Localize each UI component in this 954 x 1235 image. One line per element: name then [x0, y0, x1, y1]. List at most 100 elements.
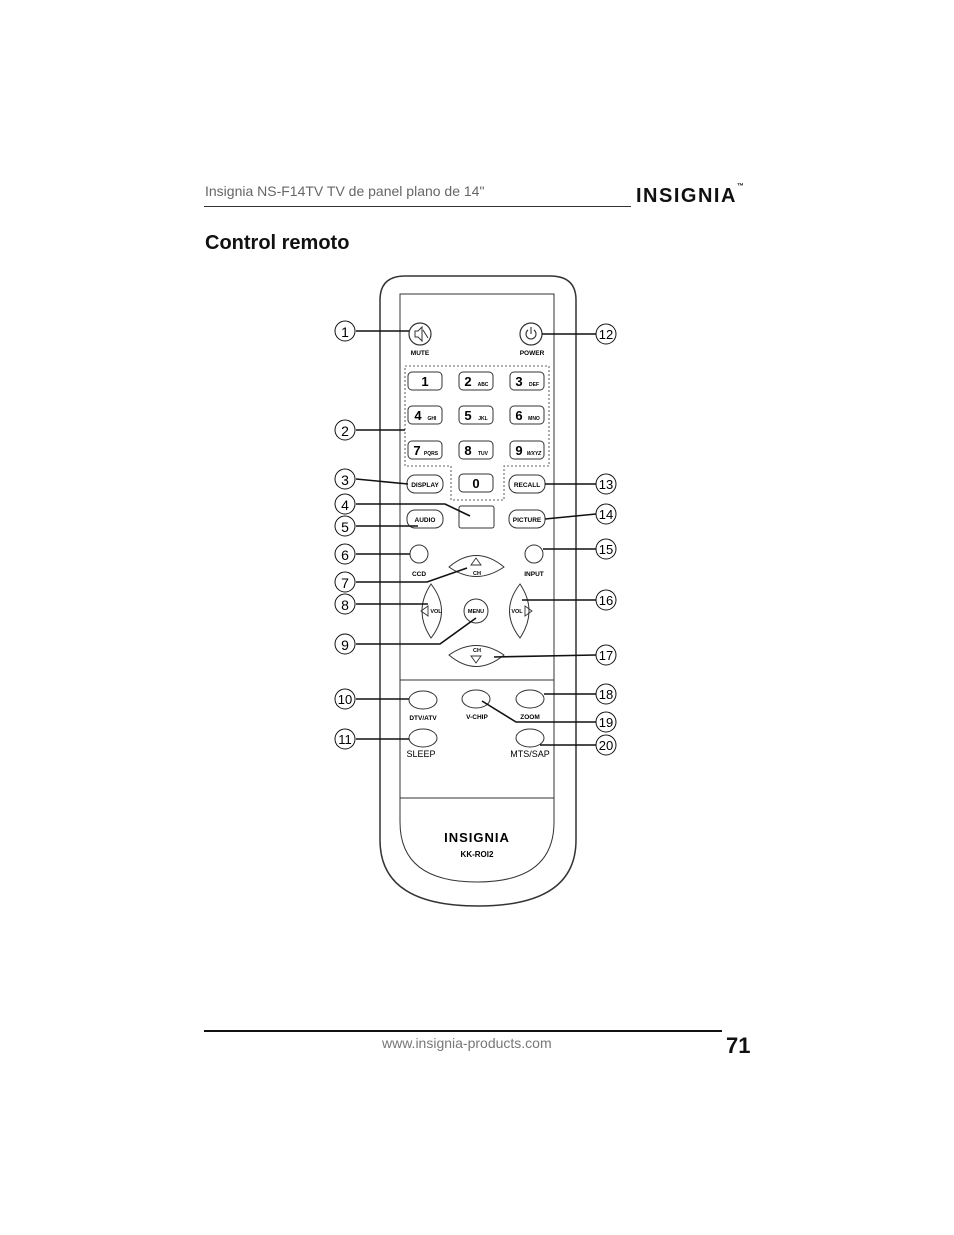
key-1-digit: 1: [421, 374, 428, 389]
zoom-button[interactable]: [515, 689, 545, 709]
menu-button[interactable]: MENU: [463, 598, 489, 624]
ccd-button[interactable]: [409, 544, 429, 564]
key-1[interactable]: 1: [407, 371, 443, 391]
callout-20-label: 20: [599, 738, 613, 753]
vol-up-button[interactable]: VOL: [509, 583, 533, 639]
callout-7: 7: [334, 571, 356, 593]
callout-lines: [355, 330, 597, 746]
callout-16: 16: [595, 589, 617, 611]
callout-2: 2: [334, 419, 356, 441]
ch-up-label: CH: [473, 571, 481, 577]
sleep-label: SLEEP: [406, 749, 435, 759]
audio-button[interactable]: AUDIO: [406, 509, 444, 529]
key-0-digit: 0: [472, 476, 479, 491]
callout-11: 11: [334, 728, 356, 750]
blank-button[interactable]: [458, 505, 495, 529]
up-arrow-icon: [470, 557, 482, 566]
sleep-button[interactable]: [408, 728, 438, 748]
down-arrow-icon: [470, 655, 482, 664]
recall-label: RECALL: [514, 482, 540, 489]
mts-sap-button[interactable]: [515, 728, 545, 748]
brand-logo-text: INSIGNIA: [636, 185, 737, 207]
callout-10-label: 10: [338, 692, 352, 707]
mute-icon: [414, 325, 429, 343]
power-label: POWER: [520, 350, 545, 357]
power-icon: [525, 327, 537, 340]
header-rule: [204, 206, 631, 207]
mute-label: MUTE: [411, 350, 430, 357]
dtv-atv-button[interactable]: [408, 690, 438, 710]
page-number: 71: [726, 1033, 751, 1058]
callout-20: 20: [595, 734, 617, 756]
callout-13-label: 13: [599, 477, 613, 492]
callout-9-label: 9: [341, 637, 349, 653]
key-2-digit: 2: [464, 374, 471, 389]
remote-model: KK-ROI2: [461, 850, 494, 859]
audio-label: AUDIO: [415, 517, 436, 524]
callout-4-label: 4: [341, 497, 349, 513]
callout-2-label: 2: [341, 423, 349, 439]
key-8-letters: TUV: [478, 451, 489, 457]
key-9-digit: 9: [515, 443, 522, 458]
key-5-digit: 5: [464, 408, 471, 423]
key-2-letters: ABC: [478, 382, 489, 388]
mts-sap-label: MTS/SAP: [510, 749, 550, 759]
key-6-letters: MNO: [528, 416, 540, 422]
ch-down-button[interactable]: CH: [448, 645, 505, 667]
callout-12-label: 12: [599, 327, 613, 342]
callout-9: 9: [334, 633, 356, 655]
callout-8-label: 8: [341, 597, 349, 613]
callout-17-label: 17: [599, 648, 613, 663]
ccd-label: CCD: [412, 571, 426, 578]
key-3-digit: 3: [515, 374, 522, 389]
callout-6: 6: [334, 543, 356, 565]
callout-1: 1: [334, 320, 356, 342]
callout-14: 14: [595, 503, 617, 525]
key-0[interactable]: 0: [458, 473, 494, 493]
callout-5-label: 5: [341, 519, 349, 535]
callout-15-label: 15: [599, 542, 613, 557]
display-label: DISPLAY: [411, 482, 439, 489]
callout-3-label: 3: [341, 472, 349, 488]
callout-19: 19: [595, 711, 617, 733]
section-title: Control remoto: [205, 232, 350, 254]
vol-left-label: VOL: [430, 609, 442, 615]
key-8-digit: 8: [464, 443, 471, 458]
key-6-digit: 6: [515, 408, 522, 423]
vol-down-button[interactable]: VOL: [420, 583, 442, 639]
mute-button[interactable]: [408, 322, 432, 346]
callout-17: 17: [595, 644, 617, 666]
ch-up-button[interactable]: CH: [448, 555, 505, 578]
picture-button[interactable]: PICTURE: [508, 509, 546, 529]
callout-12: 12: [595, 323, 617, 345]
callout-11-label: 11: [338, 732, 352, 747]
remote-body-inner: [399, 293, 555, 883]
recall-button[interactable]: RECALL: [508, 474, 546, 494]
zoom-label: ZOOM: [520, 714, 540, 721]
v-chip-button[interactable]: [461, 689, 491, 709]
callout-4: 4: [334, 493, 356, 515]
callout-14-label: 14: [599, 507, 613, 522]
key-7-digit: 7: [413, 443, 420, 458]
callout-3: 3: [334, 468, 356, 490]
callout-8: 8: [334, 593, 356, 615]
callout-5: 5: [334, 515, 356, 537]
callout-6-label: 6: [341, 547, 349, 563]
vol-right-label: VOL: [511, 609, 523, 615]
key-9-letters: WXYZ: [527, 451, 542, 457]
key-3-letters: DEF: [529, 382, 539, 388]
right-arrow-icon: [524, 605, 533, 617]
input-button[interactable]: [524, 544, 544, 564]
menu-label: MENU: [468, 609, 484, 615]
dtv-atv-label: DTV/ATV: [409, 715, 437, 722]
display-button[interactable]: DISPLAY: [406, 474, 444, 494]
